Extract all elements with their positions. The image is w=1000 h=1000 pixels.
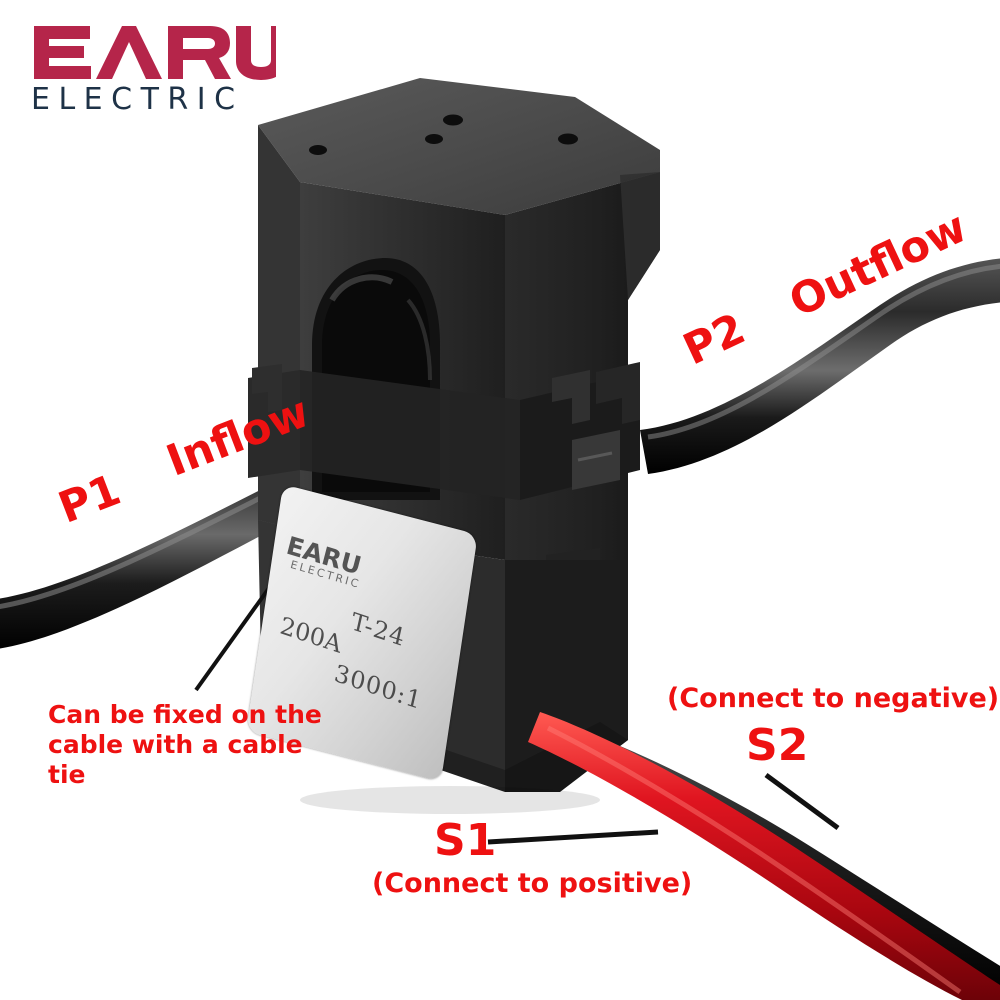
cable-segment-right <box>640 258 1000 474</box>
annotation-s2: S2 <box>746 720 809 771</box>
annotation-cable-tie-note: Can be fixed on the cable with a cable t… <box>48 700 322 789</box>
ct-latch-button <box>572 430 620 490</box>
leader-line-s2 <box>764 772 840 831</box>
secondary-wire-positive <box>528 712 1000 1000</box>
screw-hole <box>425 134 443 144</box>
nameplate-rated-current: 200A <box>277 611 345 659</box>
ct-housing-top-face <box>258 78 660 215</box>
cable-tie-tab-right <box>552 370 590 424</box>
cable-tie-tab-left <box>252 364 282 412</box>
ct-clamp-band-left <box>248 370 300 478</box>
leader-line-s1 <box>487 829 659 845</box>
brand-tagline: ELECTRIC <box>31 82 244 117</box>
nameplate-ratio: 3000:1 <box>331 659 425 716</box>
screw-hole <box>443 114 463 126</box>
brand-logo: ELECTRIC <box>28 22 278 120</box>
brand-wordmark-earu <box>34 26 276 80</box>
screw-hole <box>558 133 578 145</box>
annotation-s1: S1 <box>434 815 497 866</box>
annotation-s1-note: (Connect to positive) <box>372 868 693 899</box>
screw-hole <box>309 145 327 155</box>
nameplate-model: T-24 <box>348 607 409 653</box>
annotation-s2-note: (Connect to negative) <box>667 683 1000 714</box>
